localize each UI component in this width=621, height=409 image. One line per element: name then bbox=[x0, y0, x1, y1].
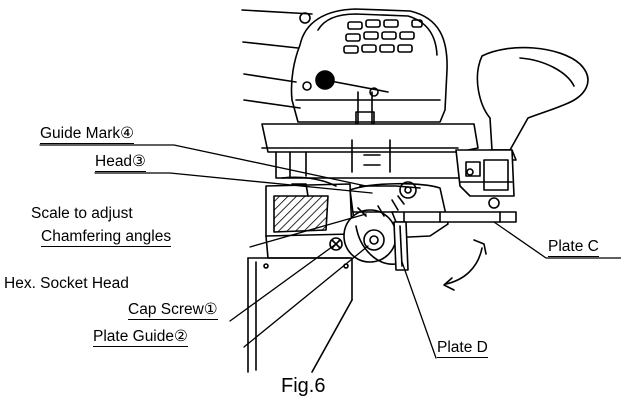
motor-housing bbox=[290, 8, 448, 141]
figure-caption: Fig.6 bbox=[281, 375, 326, 397]
plate-c bbox=[391, 211, 517, 223]
lower-column bbox=[247, 257, 353, 373]
plate-d bbox=[393, 221, 409, 271]
label-plate-d: Plate D bbox=[437, 339, 488, 358]
label-scale-line1: Scale to adjust bbox=[31, 205, 133, 222]
label-head: Head③ bbox=[95, 153, 146, 172]
scale-disk bbox=[343, 181, 449, 265]
label-scale-line2: Chamfering angles bbox=[41, 228, 172, 247]
right-bracket bbox=[455, 149, 515, 209]
head-block bbox=[265, 176, 353, 259]
label-plate-c: Plate C bbox=[548, 238, 599, 257]
label-hex-line1: Hex. Socket Head bbox=[4, 275, 129, 292]
handle-grip bbox=[476, 46, 589, 161]
label-plate-guide: Plate Guide② bbox=[93, 328, 188, 347]
label-hex-line2: Cap Screw① bbox=[128, 301, 218, 320]
leader-lines bbox=[39, 144, 621, 359]
base-plate bbox=[261, 123, 479, 179]
label-guide-mark: Guide Mark④ bbox=[40, 125, 135, 144]
rotation-arrow bbox=[443, 239, 487, 291]
